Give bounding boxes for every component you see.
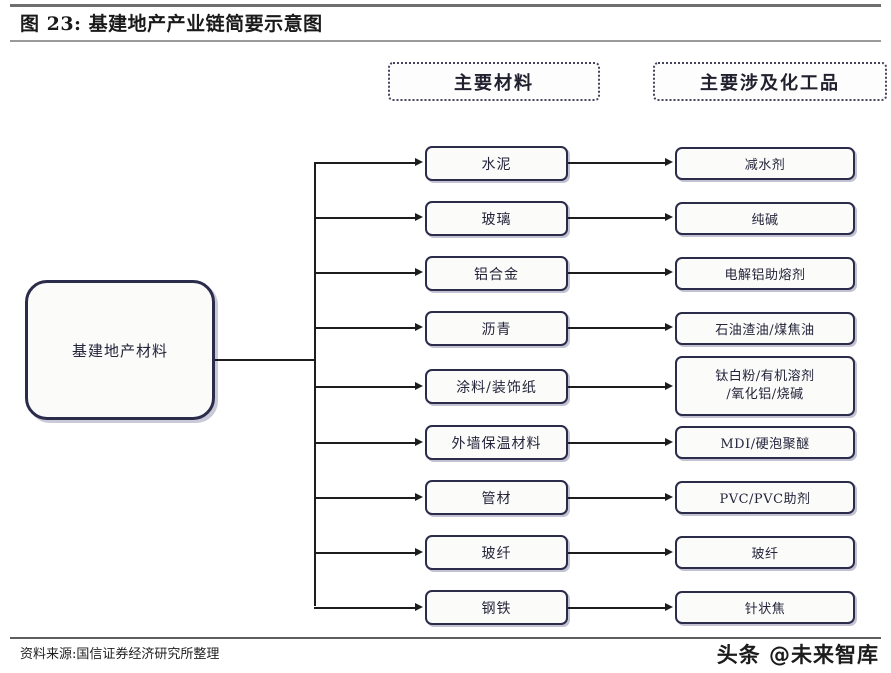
connector-material-1-to-chemical-1 [568,162,665,164]
title-rule-bottom [10,40,881,42]
arrow-icon-chemical-9 [665,603,673,611]
column-header-materials: 主要材料 [388,62,600,101]
node-material-4: 沥青 [425,311,568,346]
node-chemical-9: 针状焦 [675,591,855,624]
source-note: 资料来源:国信证券经济研究所整理 [20,647,220,662]
connector-trunk-to-material-5 [314,386,415,388]
arrow-icon-chemical-5 [665,382,673,390]
node-chemical-7: PVC/PVC助剂 [675,481,855,514]
arrow-icon-chemical-3 [665,268,673,276]
node-material-6: 外墙保温材料 [425,425,568,460]
node-material-7: 管材 [425,480,568,515]
footer-rule [10,637,881,639]
connector-material-2-to-chemical-2 [568,217,665,219]
arrow-icon-chemical-1 [665,158,673,166]
arrow-icon-material-8 [415,548,423,556]
node-material-3: 铝合金 [425,256,568,291]
node-chemical-6: MDI/硬泡聚醚 [675,426,855,459]
arrow-icon-material-5 [415,382,423,390]
arrow-icon-material-1 [415,158,423,166]
connector-trunk-to-material-9 [314,607,415,609]
node-chemical-1: 减水剂 [675,147,855,180]
title-rule-top [10,4,881,7]
connector-trunk-to-material-4 [314,327,415,329]
connector-material-5-to-chemical-5 [568,386,665,388]
connector-trunk-to-material-6 [314,442,415,444]
arrow-icon-material-9 [415,603,423,611]
arrow-icon-material-6 [415,438,423,446]
node-chemical-8: 玻纤 [675,536,855,569]
connector-trunk-vertical [314,162,316,606]
connector-trunk-to-material-7 [314,497,415,499]
node-material-8: 玻纤 [425,535,568,570]
figure-title: 图 23: 基建地产产业链简要示意图 [20,13,323,35]
connector-material-8-to-chemical-8 [568,552,665,554]
arrow-icon-chemical-7 [665,493,673,501]
node-material-1: 水泥 [425,146,568,181]
node-chemical-5: 钛白粉/有机溶剂 /氧化铝/烧碱 [675,356,855,416]
connector-material-6-to-chemical-6 [568,442,665,444]
arrow-icon-chemical-6 [665,438,673,446]
arrow-icon-material-7 [415,493,423,501]
connector-trunk-to-material-8 [314,552,415,554]
connector-root-to-trunk [215,359,316,361]
arrow-icon-chemical-4 [665,323,673,331]
arrow-icon-chemical-8 [665,548,673,556]
arrow-icon-chemical-2 [665,213,673,221]
connector-material-9-to-chemical-9 [568,607,665,609]
connector-trunk-to-material-3 [314,272,415,274]
node-chemical-2: 纯碱 [675,202,855,235]
node-root: 基建地产材料 [25,280,215,420]
connector-material-4-to-chemical-4 [568,327,665,329]
arrow-icon-material-3 [415,268,423,276]
connector-trunk-to-material-2 [314,217,415,219]
watermark: 头条 @未来智库 [716,643,879,667]
connector-material-3-to-chemical-3 [568,272,665,274]
node-chemical-5-line1: 钛白粉/有机溶剂 [715,369,815,385]
connector-material-7-to-chemical-7 [568,497,665,499]
node-material-5: 涂料/装饰纸 [425,369,568,404]
arrow-icon-material-2 [415,213,423,221]
column-header-chemicals: 主要涉及化工品 [653,62,887,101]
node-chemical-4: 石油渣油/煤焦油 [675,312,855,345]
node-chemical-3: 电解铝助熔剂 [675,257,855,290]
connector-trunk-to-material-1 [314,162,415,164]
node-material-9: 钢铁 [425,590,568,625]
node-chemical-5-line2: /氧化铝/烧碱 [726,387,804,402]
arrow-icon-material-4 [415,323,423,331]
node-material-2: 玻璃 [425,201,568,236]
